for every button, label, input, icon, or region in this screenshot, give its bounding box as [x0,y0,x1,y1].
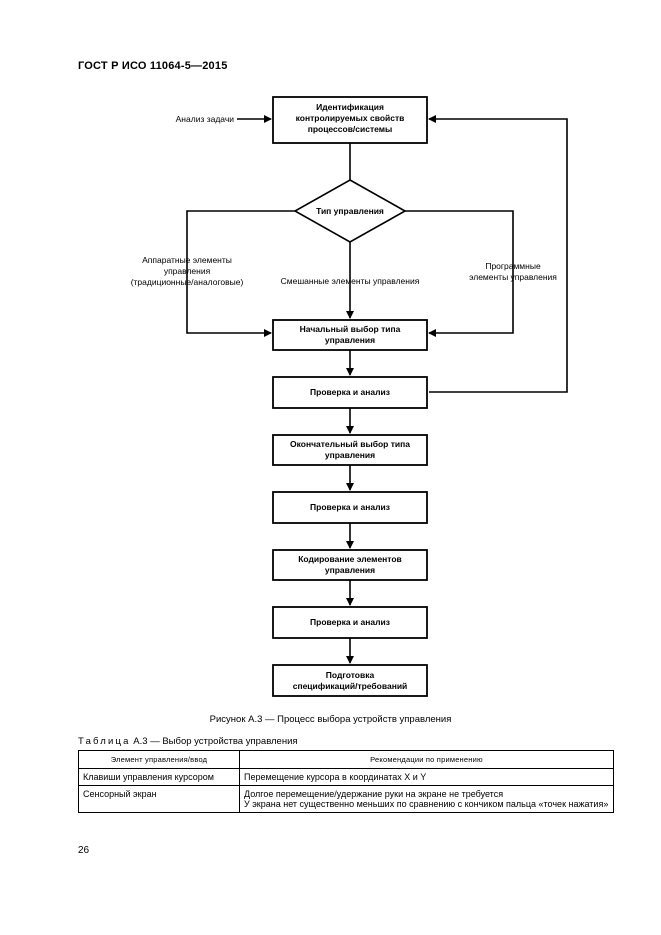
box-line: Проверка и анализ [310,502,390,512]
box-line: Подготовка [326,670,375,680]
table-row: Сенсорный экран Долгое перемещение/удерж… [78,785,614,813]
process-box-specifications: Подготовка спецификаций/требований [272,664,428,697]
process-box-review-3: Проверка и анализ [272,606,428,639]
box-line: Проверка и анализ [310,617,390,627]
box-line: процессов/системы [308,124,393,134]
table-cell-element: Сенсорный экран [78,785,240,813]
table-title: Таблица А.3 — Выбор устройства управлени… [78,736,298,747]
standard-header: ГОСТ Р ИСО 11064-5—2015 [78,60,228,72]
label-line: Программные [485,261,541,271]
process-box-identification: Идентификация контролируемых свойств про… [272,96,428,144]
label-line: элементы управления [469,272,557,282]
box-line: Окончательный выбор типа [290,439,410,449]
page-number: 26 [78,845,90,856]
table-header-row: Элемент управления/ввод Рекомендации по … [78,750,614,769]
box-line: контролируемых свойств [296,113,405,123]
box-line: Идентификация [316,102,384,112]
process-box-review-2: Проверка и анализ [272,491,428,524]
box-line: управления [325,450,375,460]
box-line: управления [325,565,375,575]
label-line: (традиционные/аналоговые) [131,277,244,287]
control-selection-table: Элемент управления/ввод Рекомендации по … [78,750,614,813]
table-title-prefix: Таблица [78,736,131,747]
recommendation-line: У экрана нет существенно меньших по срав… [244,799,609,809]
table-cell-recommendations: Долгое перемещение/удержание руки на экр… [239,785,614,813]
input-label: Анализ задачи [176,114,235,124]
flowchart-connectors [186,115,568,664]
table-cell-recommendations: Перемещение курсора в координатах X и Y [239,768,614,786]
box-line: Кодирование элементов [298,554,402,564]
recommendation-line: Перемещение курсора в координатах X и Y [244,772,427,782]
box-line: Проверка и анализ [310,387,390,397]
branch-label-hardware: Аппаратные элементы управления (традицио… [131,255,244,287]
table-title-rest: А.3 — Выбор устройства управления [133,736,298,747]
flowchart-diagram: Тип управления Идентификация контролируе… [131,96,568,697]
decision-label: Тип управления [316,206,384,216]
figure-caption: Рисунок А.3 — Процесс выбора устройств у… [209,714,452,725]
table-header-cell: Элемент управления/ввод [78,750,240,769]
branch-label-mixed: Смешанные элементы управления [281,276,420,286]
box-line: управления [325,335,375,345]
table-cell-element: Клавиши управления курсором [78,768,240,786]
process-box-coding: Кодирование элементов управления [272,549,428,581]
recommendation-line: Долгое перемещение/удержание руки на экр… [244,789,504,799]
process-box-initial-selection: Начальный выбор типа управления [272,319,428,351]
table-row: Клавиши управления курсором Перемещение … [78,768,614,786]
label-line: Аппаратные элементы [142,255,232,265]
process-box-final-selection: Окончательный выбор типа управления [272,434,428,466]
box-line: спецификаций/требований [293,681,408,691]
label-line: управления [164,266,211,276]
table-header-cell: Рекомендации по применению [239,750,614,769]
box-line: Начальный выбор типа [300,324,401,334]
process-box-review-1: Проверка и анализ [272,376,428,409]
decision-control-type: Тип управления [293,179,407,243]
branch-label-software: Программные элементы управления [469,261,557,282]
